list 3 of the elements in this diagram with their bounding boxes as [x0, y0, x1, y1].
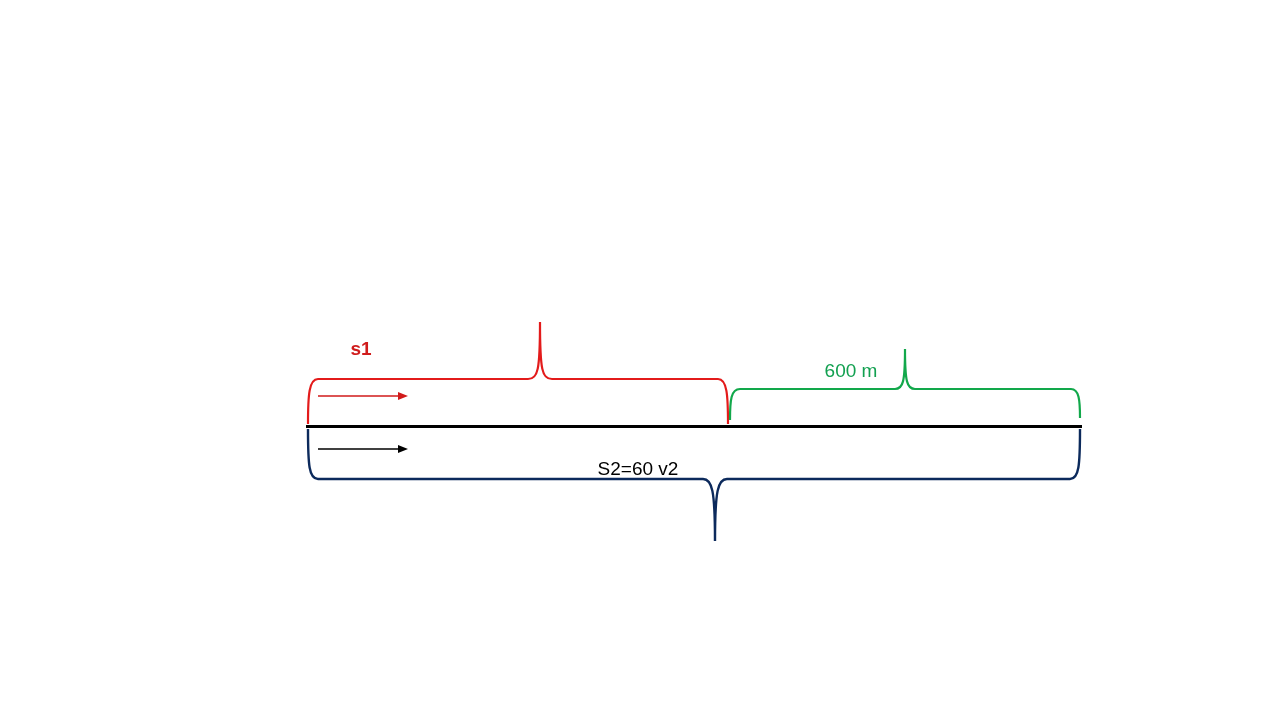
distance-label: s1 — [350, 338, 372, 358]
distance-formula: S2=60 v2 — [597, 458, 679, 478]
distance-label: 600 m — [824, 360, 878, 380]
